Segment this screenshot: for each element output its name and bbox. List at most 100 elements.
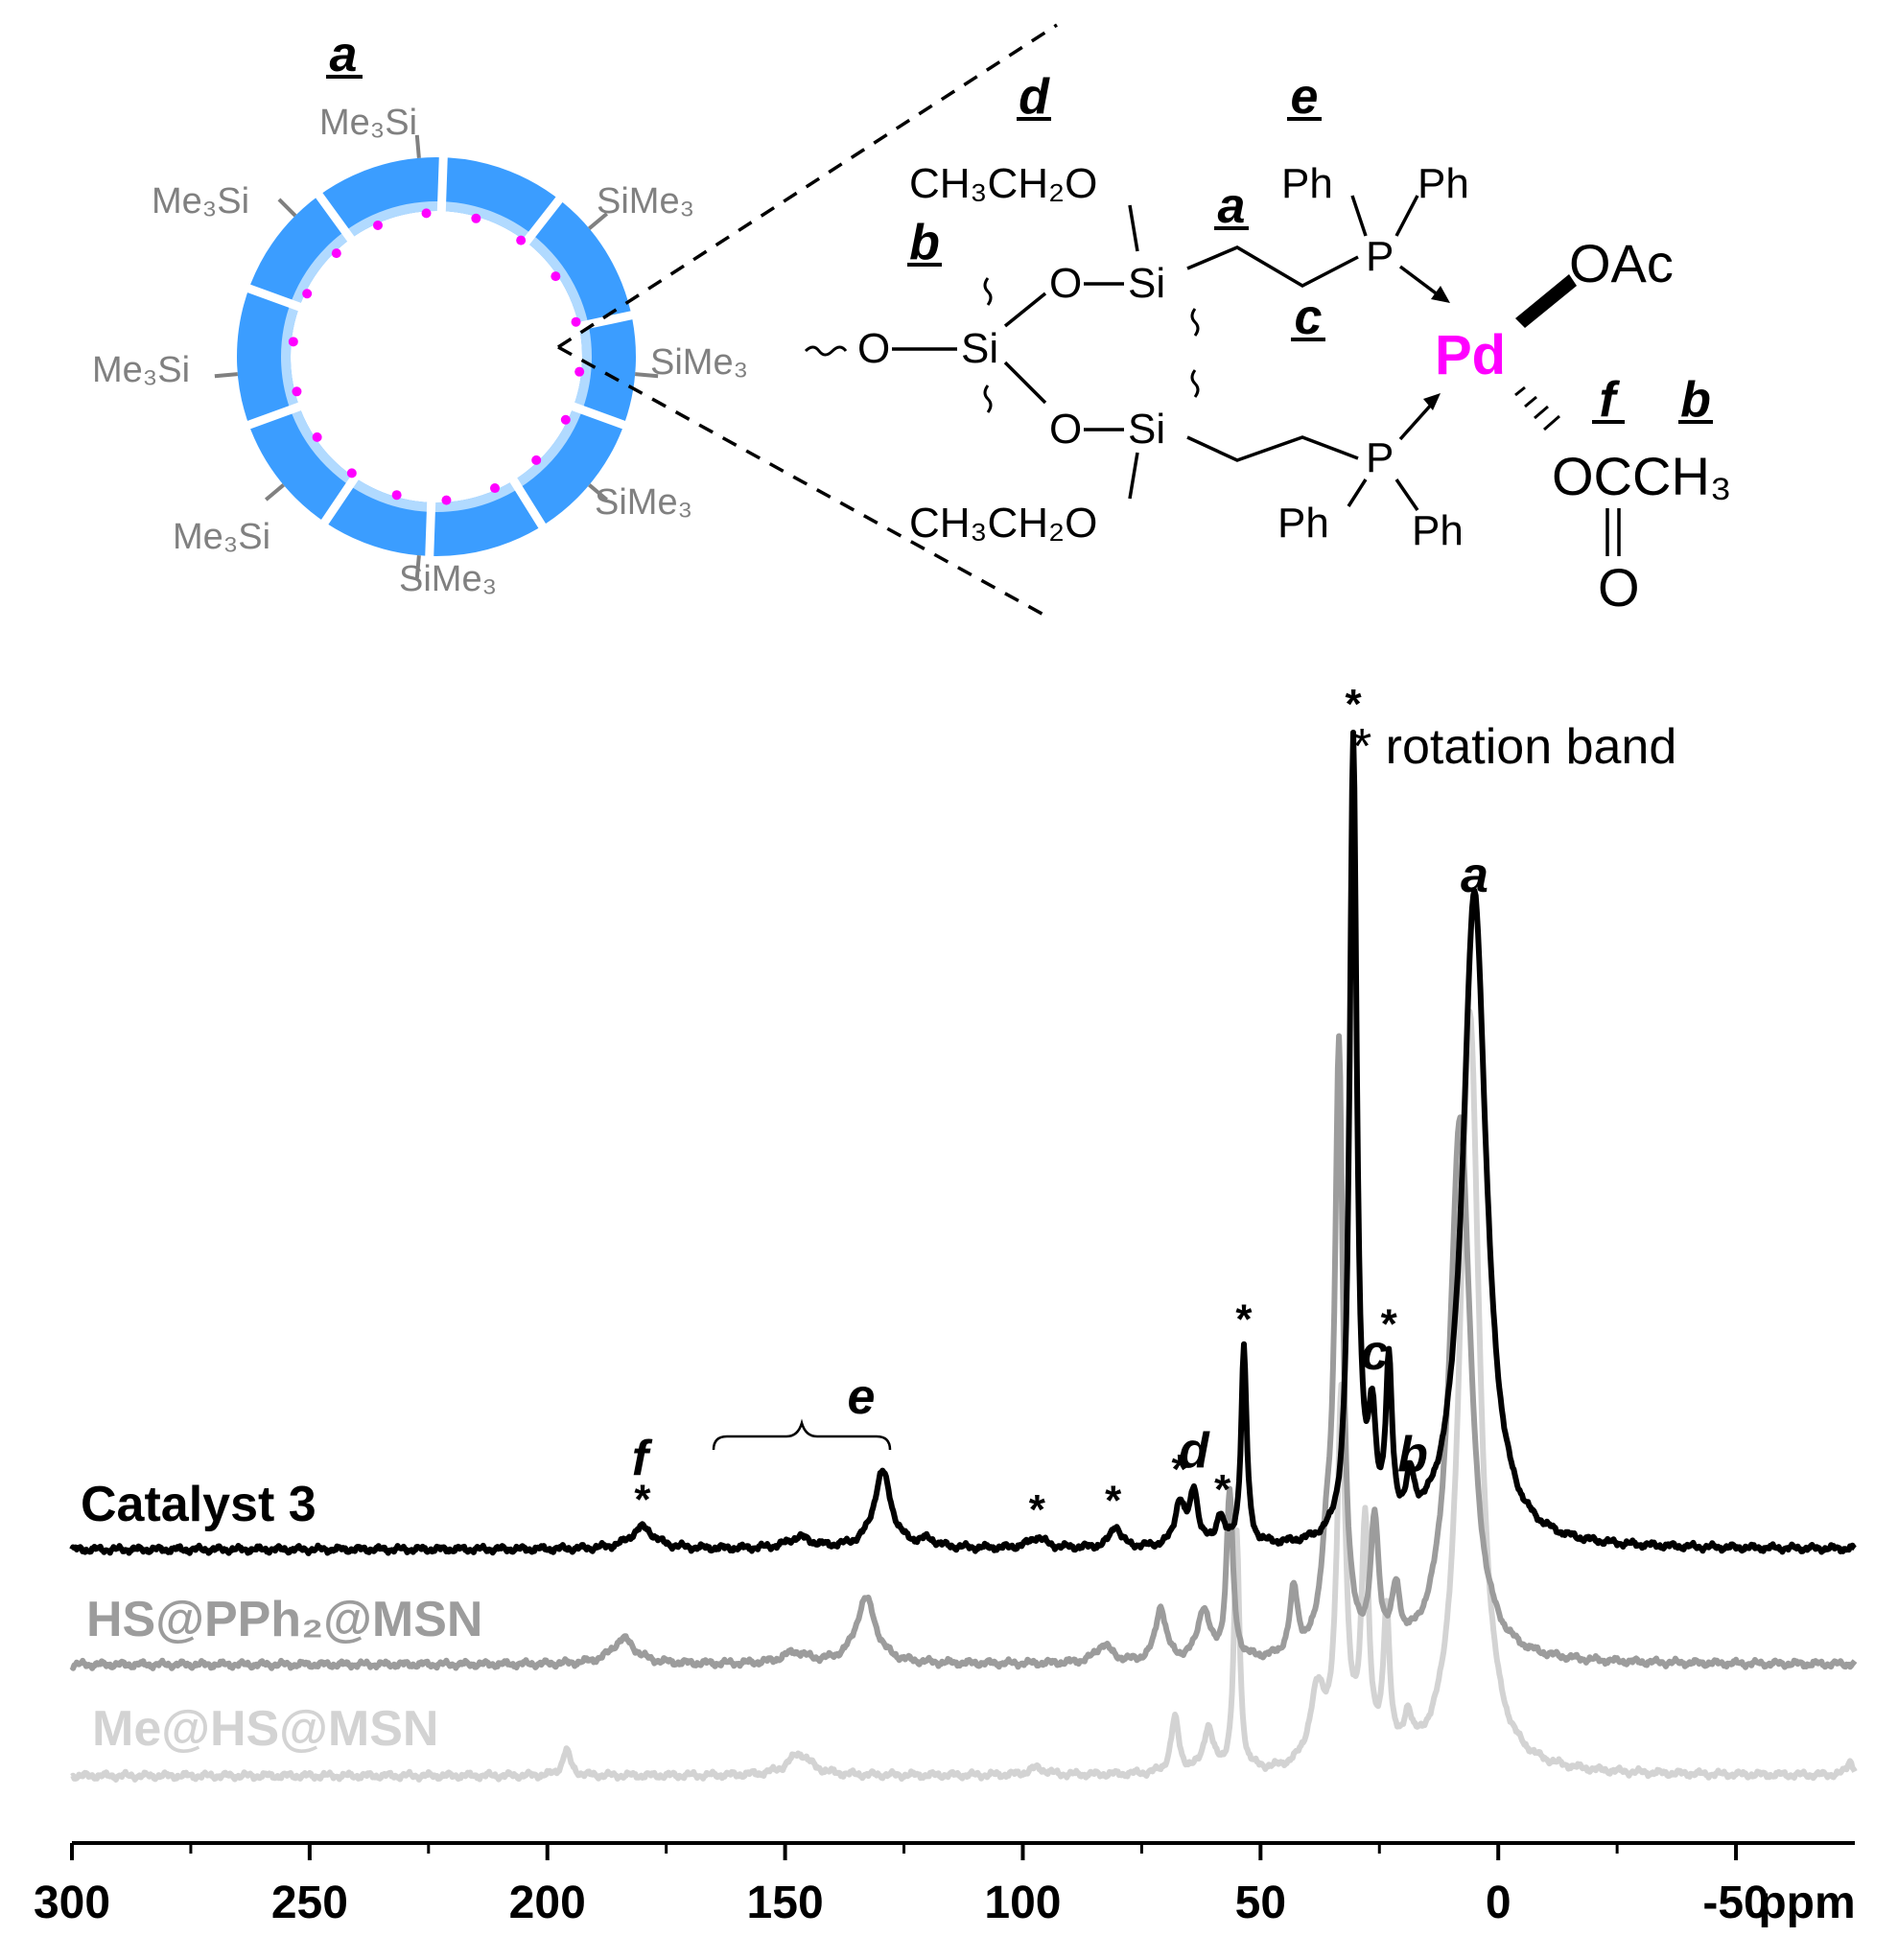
pore-gap [566, 400, 631, 432]
pd-dot [391, 490, 402, 501]
pd-dot [441, 495, 452, 505]
pore-gap [242, 282, 307, 314]
rotation-band-asterisk: * [1029, 1486, 1046, 1533]
peak-label-c: c [1361, 1325, 1389, 1381]
me3si-pointer [588, 212, 609, 230]
me3si-label-top: Me₃Si [319, 103, 417, 143]
peak-label-f: f [632, 1431, 653, 1486]
label-b-acetate: b [1680, 372, 1711, 428]
me3si-pointer [635, 372, 659, 379]
rotation-band-asterisk: * [1381, 1300, 1398, 1347]
ester-occh3: OCCH₃ [1552, 446, 1732, 506]
pore-gap [242, 400, 307, 432]
wedge-bond [1515, 274, 1577, 328]
x-tick-label: 300 [34, 1878, 110, 1928]
ph-upper-right: Ph [1418, 160, 1469, 207]
ring-label-a: a [330, 27, 358, 82]
me3si-pointer [264, 483, 285, 502]
bonds [892, 195, 1621, 556]
pd-sites [288, 208, 585, 505]
x-tick-label: 200 [509, 1878, 586, 1928]
spectrum-line-hs-pph2-msn [69, 1033, 1858, 1671]
pore-gap [317, 470, 363, 529]
pore-gap [519, 192, 567, 249]
p-upper: P [1366, 233, 1394, 280]
p-lower: P [1366, 434, 1394, 481]
oac: OAc [1569, 233, 1674, 293]
o-lower: O [1049, 406, 1082, 453]
ring-pore-gaps [242, 151, 639, 563]
peak-label-e: e [847, 1369, 875, 1425]
pore-gap [312, 188, 358, 246]
pd-dot [571, 316, 581, 327]
me3si-labels: Me₃Si Me₃Si SiMe₃ Me₃Si SiMe₃ SiMe₃ Me₃S… [92, 103, 748, 599]
pore-gap [506, 473, 550, 533]
series-label-me-hs: Me@HS@MSN [92, 1701, 438, 1757]
pd-dot [302, 289, 313, 299]
legend-note: * rotation band [1352, 719, 1676, 775]
peak-label-a: a [1461, 848, 1488, 903]
spectra-traces [69, 729, 1858, 1783]
sime3-label-lower-right: SiMe₃ [595, 482, 692, 523]
rotation-band-markers: ******** [634, 681, 1397, 1533]
dative-arrow-lower [1423, 393, 1441, 410]
me3si-pointers [214, 134, 659, 579]
pore-gap [436, 151, 448, 218]
pore-gap [572, 310, 639, 333]
wavy-bonds [804, 277, 1200, 413]
x-axis-label: ppm [1758, 1878, 1855, 1928]
ph-upper-left: Ph [1281, 160, 1333, 207]
label-e: e [1291, 69, 1319, 125]
ph-lower-left: Ph [1277, 500, 1329, 547]
label-d: d [1019, 69, 1050, 125]
spectrum-line-catalyst-3 [69, 729, 1857, 1556]
pd-dot [288, 337, 298, 347]
sime3-label-upper-right: SiMe₃ [597, 181, 694, 222]
x-tick-label: 0 [1486, 1878, 1511, 1928]
label-f: f [1599, 372, 1620, 428]
rotation-band-asterisk: * [1171, 1446, 1188, 1493]
o-upper: O [1049, 260, 1082, 307]
hashed-bond [1514, 385, 1560, 432]
silica-ring-inner-glow [281, 201, 592, 512]
pd-dot [531, 455, 542, 465]
me3si-label-upper-left: Me₃Si [152, 181, 249, 222]
sime3-label-bottom: SiMe₃ [399, 559, 497, 599]
silica-nanoparticle-ring [214, 134, 659, 579]
me3si-pointer [414, 555, 421, 579]
label-a: a [1218, 178, 1246, 234]
me3si-label-left: Me₃Si [92, 350, 190, 390]
rotation-band-asterisk: * [1214, 1466, 1231, 1513]
me3si-pointer [277, 198, 297, 218]
ethoxy-bottom: CH₃CH₂O [909, 500, 1097, 547]
si-lower: Si [1128, 406, 1165, 453]
series-label-catalyst: Catalyst 3 [81, 1477, 316, 1532]
peak-annotations: f e d cb a [632, 848, 1488, 1486]
pd-dot [471, 213, 481, 223]
x-tick-label: 150 [747, 1878, 824, 1928]
si-upper: Si [1128, 260, 1165, 307]
rotation-band-asterisk: * [1235, 1296, 1253, 1343]
pore-gap [425, 496, 436, 563]
me3si-label-lower-left: Me₃Si [173, 517, 270, 557]
label-c: c [1295, 290, 1323, 345]
me3si-pointer [214, 372, 238, 379]
peak-label-d: d [1179, 1423, 1210, 1479]
ph-lower-right: Ph [1412, 507, 1464, 554]
pd-dot [421, 208, 432, 219]
peak-label-b: b [1397, 1427, 1428, 1482]
x-tick-label: 250 [271, 1878, 348, 1928]
pd-dot [490, 483, 501, 494]
pd-dot [331, 248, 341, 259]
me3si-pointer [588, 483, 609, 502]
molecular-structure: d e b a c f b CH₃CH₂O CH₃CH₂O Si Si Si O… [804, 69, 1732, 618]
x-tick-label: -50 [1702, 1878, 1769, 1928]
e-peak-brace [712, 1418, 892, 1451]
label-b: b [909, 215, 940, 270]
pd-center: Pd [1435, 324, 1506, 386]
x-tick-label: 50 [1235, 1878, 1286, 1928]
pd-dot [312, 432, 322, 442]
sime3-label-right: SiMe₃ [650, 342, 748, 383]
